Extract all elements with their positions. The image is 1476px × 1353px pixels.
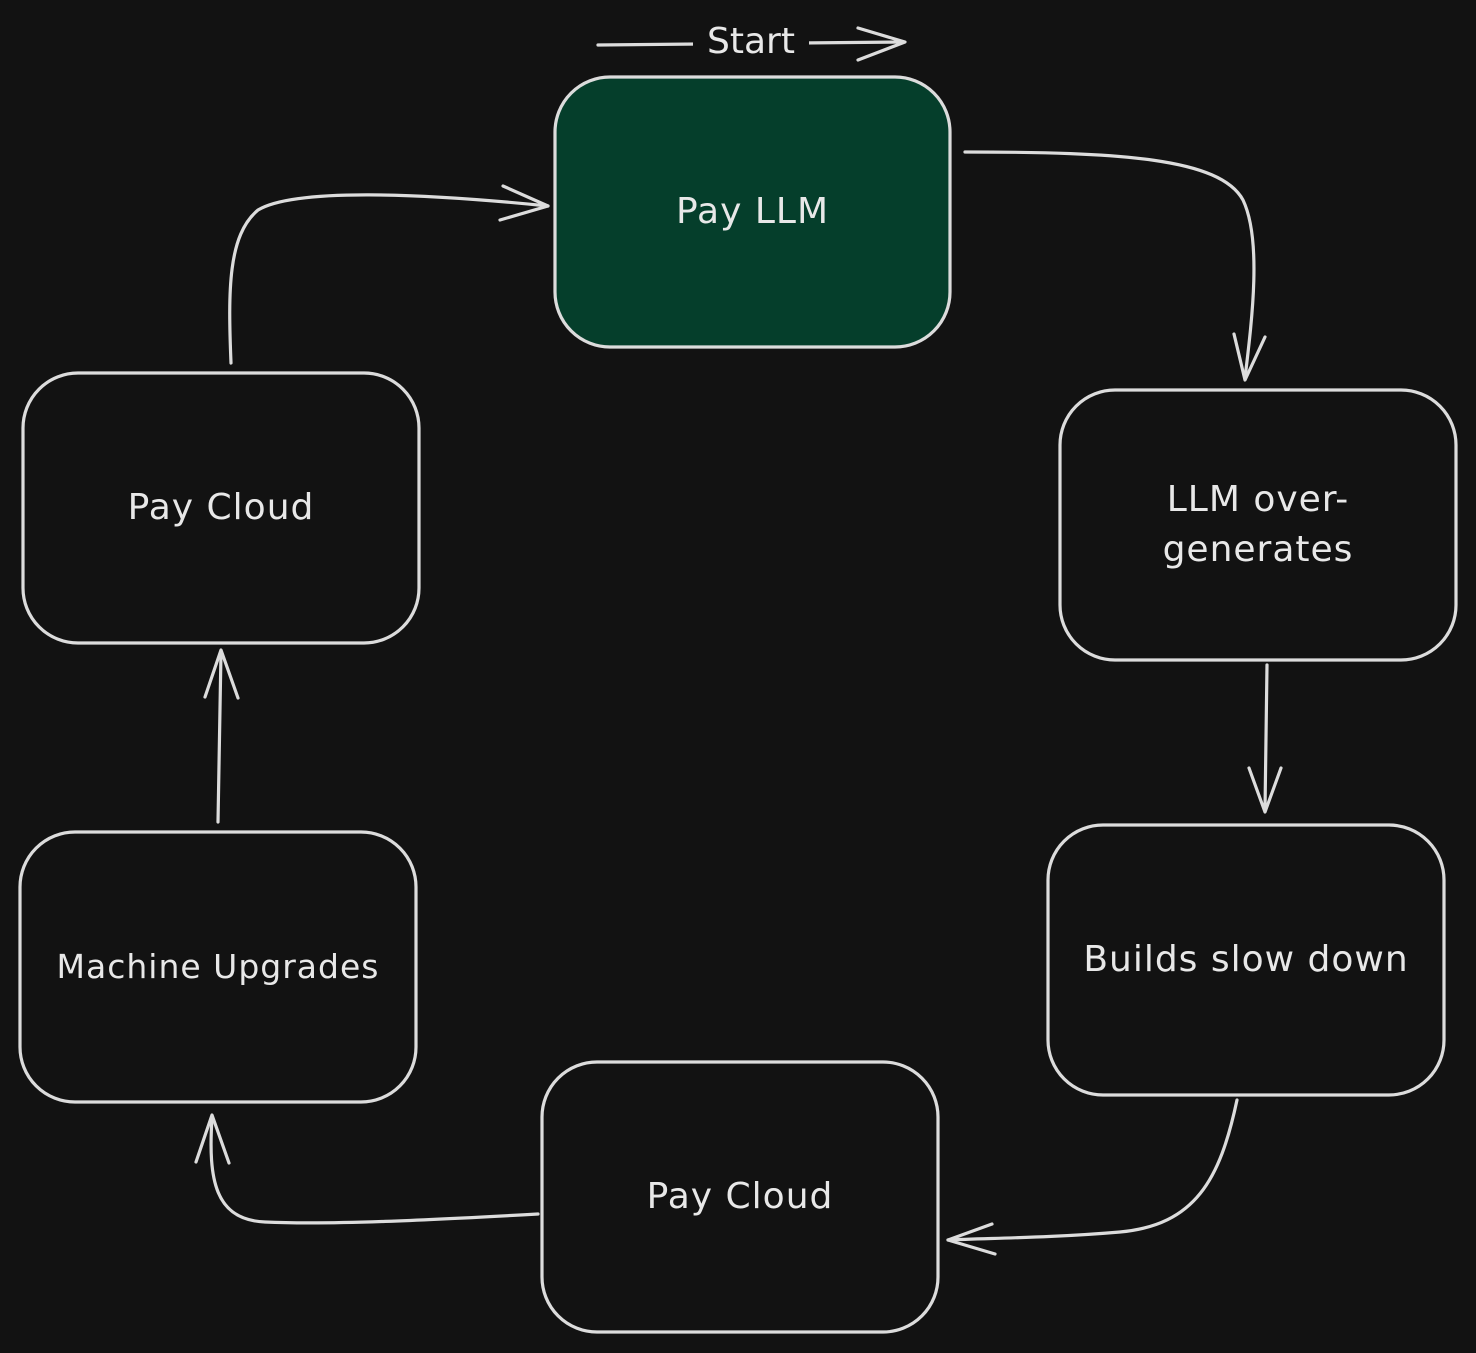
node-label-pay-cloud-left: Pay Cloud [127,487,315,528]
edge-head-llm-over-generates-to-builds-slow-down [1247,766,1283,814]
edge-head-pay-cloud-left-to-pay-llm [498,184,550,222]
node-label-pay-llm: Pay LLM [675,191,830,232]
edge-builds-slow-down-to-pay-cloud-bottom [946,1098,1239,1242]
node-label-llm-over-generates: LLM over-generates [1162,479,1354,570]
edge-head-pay-cloud-bottom-to-machine-upgrades [194,1113,231,1165]
edge-pay-cloud-bottom-to-machine-upgrades [209,1116,540,1225]
edge-head-machine-upgrades-to-pay-cloud-left [203,648,240,700]
edge-pay-llm-to-llm-over-generates [963,150,1256,380]
node-label-machine-upgrades: Machine Upgrades [56,947,380,986]
edge-machine-upgrades-to-pay-cloud-left [216,650,223,824]
node-box-pay-cloud-bottom[interactable] [540,1060,940,1334]
start-arrow-head [856,26,907,62]
node-box-llm-over-generates[interactable] [1058,388,1458,662]
node-box-builds-slow-down[interactable] [1046,823,1446,1097]
node-label-builds-slow-down: Builds slow down [1083,939,1409,980]
edge-llm-over-generates-to-builds-slow-down [1263,663,1269,812]
edge-pay-cloud-left-to-pay-llm [228,193,550,365]
node-label-pay-cloud-bottom: Pay Cloud [646,1176,834,1217]
edge-head-pay-llm-to-llm-over-generates [1232,332,1267,382]
node-box-pay-cloud-left[interactable] [21,371,421,645]
node-box-machine-upgrades[interactable] [18,830,418,1104]
node-box-pay-llm[interactable] [553,75,952,349]
start-label: Start [693,22,809,62]
edge-head-builds-slow-down-to-pay-cloud-bottom [946,1222,997,1256]
